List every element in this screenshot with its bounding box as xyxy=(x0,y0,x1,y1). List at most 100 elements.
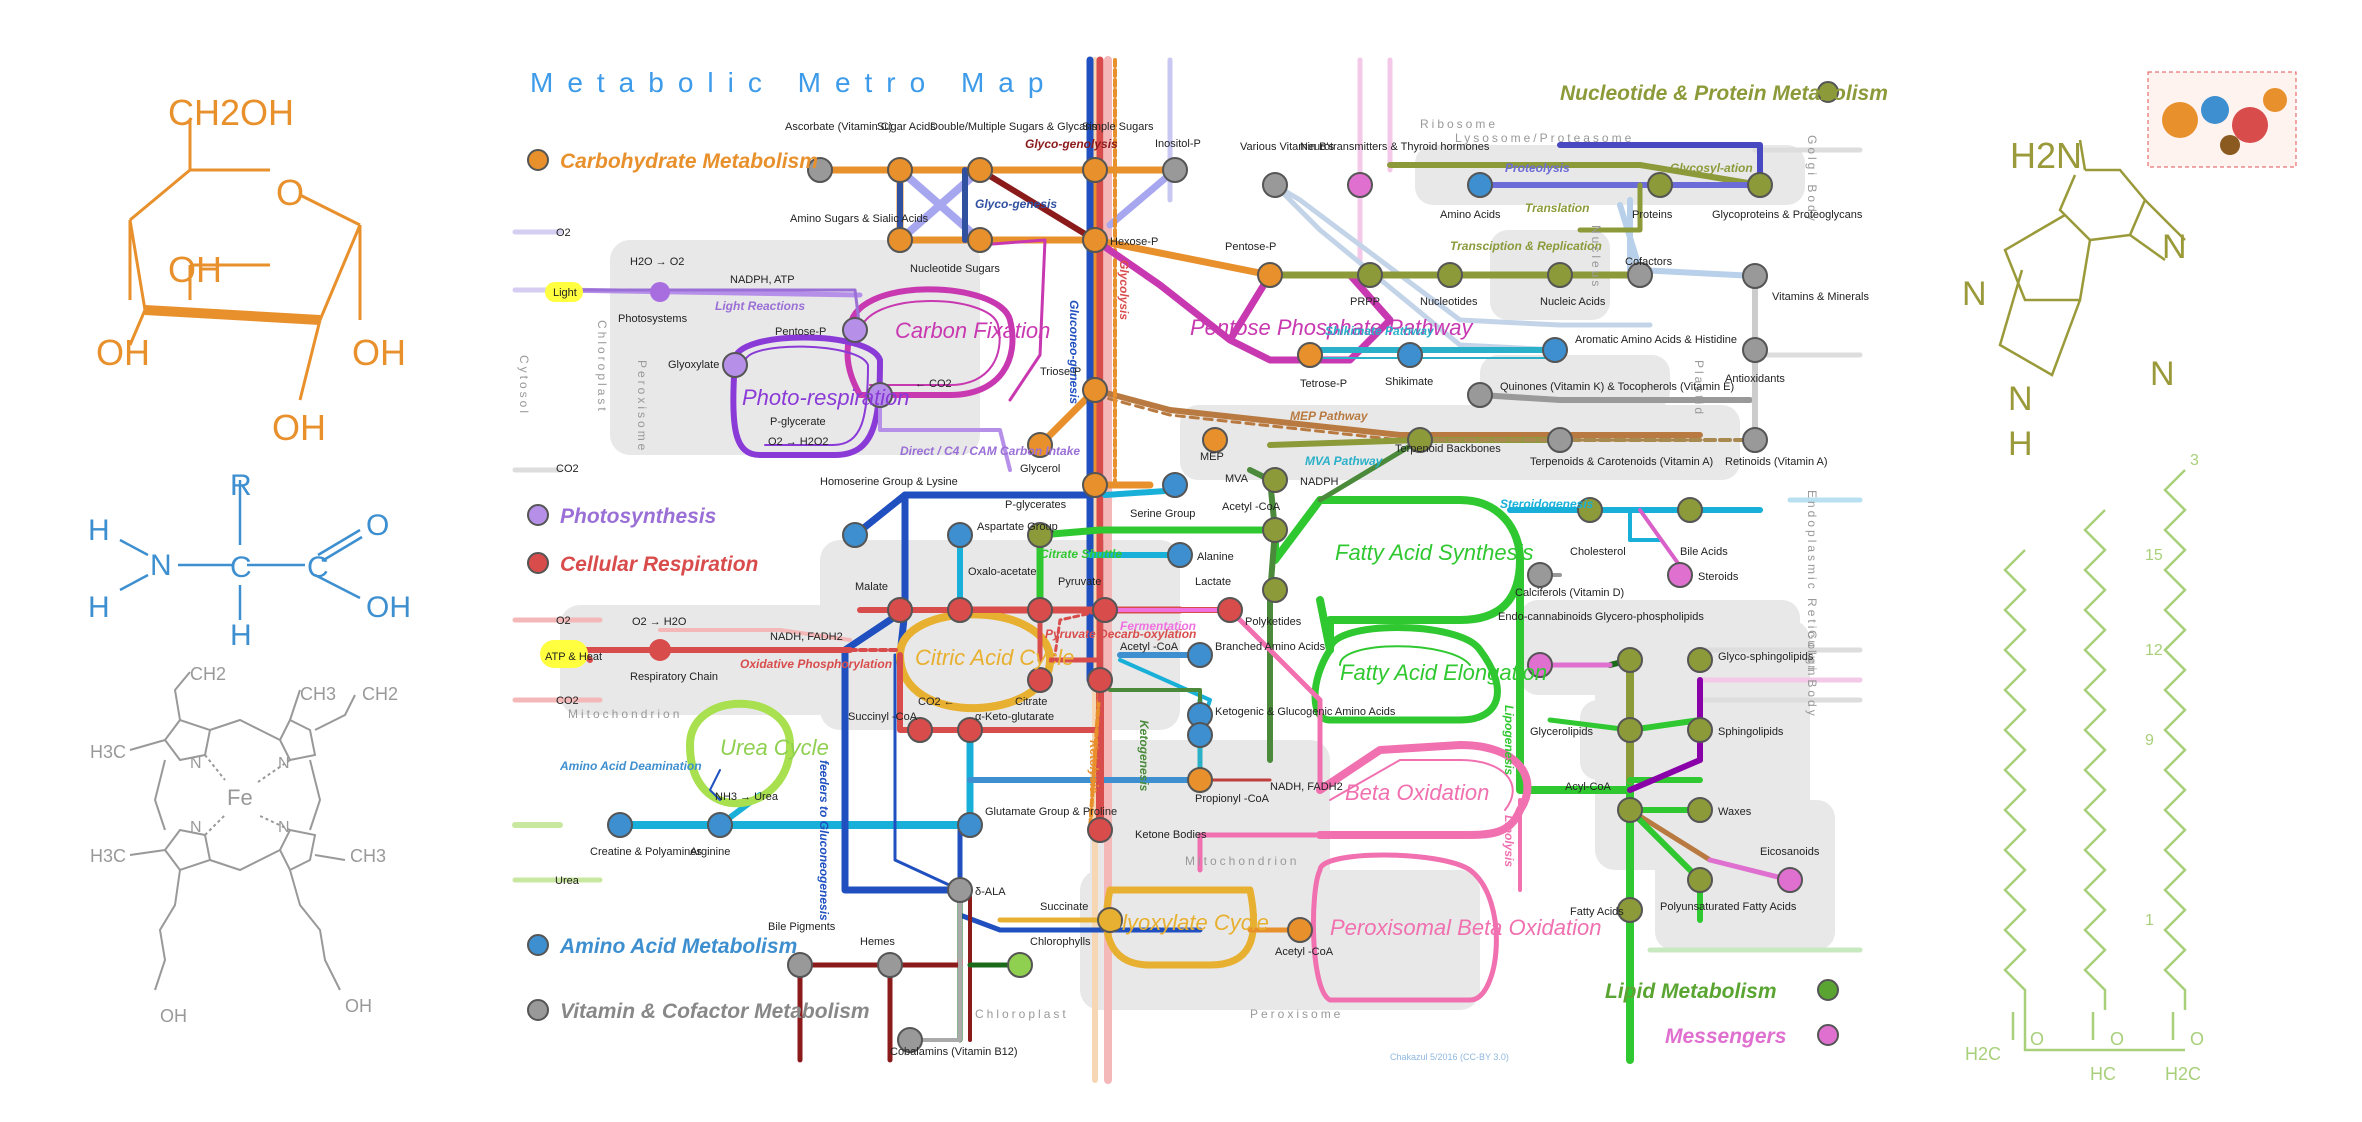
adenine-n2: N xyxy=(1962,275,1987,313)
cycle-fatty-acid-synthesis: Fatty Acid Synthesis xyxy=(1335,540,1533,565)
lipid-num-1: 1 xyxy=(2145,912,2154,929)
pathway-oxidative-phos: Oxidative Phosphorylation xyxy=(740,657,892,671)
label-calciferols: Calciferols (Vitamin D) xyxy=(1515,587,1624,599)
lipid-o-1: O xyxy=(2030,1029,2044,1049)
zone-chloroplast-2: Chloroplast xyxy=(975,1007,1069,1021)
cycle-citric-acid: Citric Acid Cycle xyxy=(915,645,1074,670)
label-serine: Serine Group xyxy=(1130,508,1195,520)
legend-vitamin: Vitamin & Cofactor Metabolism xyxy=(560,1000,870,1023)
pathway-mep: MEP Pathway xyxy=(1290,409,1369,423)
label-ketogenic: Ketogenic & Glucogenic Amino Acids xyxy=(1215,706,1396,718)
adenine-h2n: H2N xyxy=(2010,135,2082,176)
amino-acid-c1: C xyxy=(230,551,252,584)
label-amino-acids: Amino Acids xyxy=(1440,209,1501,221)
label-acetyl-coa-2: Acetyl -CoA xyxy=(1120,641,1179,653)
label-o2-b: O2 xyxy=(556,615,571,627)
heme-n-1: N xyxy=(190,755,202,772)
label-nucleotide-sugars: Nucleotide Sugars xyxy=(910,263,1000,275)
label-hexose-p: Hexose-P xyxy=(1110,236,1158,248)
pathway-glycolysis: Glycolysis xyxy=(1117,260,1131,320)
heme-structure xyxy=(129,671,356,991)
amino-acid-oh: OH xyxy=(366,591,411,624)
label-arginine: Arginine xyxy=(690,846,730,858)
label-glycerolipids: Glycerolipids xyxy=(1530,726,1593,738)
pathway-light-reactions: Light Reactions xyxy=(715,299,805,313)
cycle-photorespiration: Photo-respiration xyxy=(742,385,910,410)
pathway-lipolysis: Lipolysis xyxy=(1502,815,1516,867)
zone-golgi-2: Golgi Body xyxy=(1805,630,1819,719)
label-retinoids: Retinoids (Vitamin A) xyxy=(1725,456,1828,468)
pathway-direct-c4: Direct / C4 / CAM Carbon Intake xyxy=(900,444,1080,458)
label-antioxidants: Antioxidants xyxy=(1725,373,1785,385)
cycle-pentose-phosphate: Pentose Phosphate Pathway xyxy=(1190,315,1475,340)
glucose-ch2oh: CH2OH xyxy=(168,92,294,133)
pathway-transcription: Transciption & Replication xyxy=(1450,239,1602,253)
label-proteins: Proteins xyxy=(1632,209,1673,221)
label-mep: MEP xyxy=(1200,451,1224,463)
glucose-ring-o: O xyxy=(276,172,304,213)
label-nadph-atp: NADPH, ATP xyxy=(730,274,795,286)
legend-photosynthesis: Photosynthesis xyxy=(560,505,716,528)
amino-acid-o: O xyxy=(366,509,389,542)
label-glycerol: Glycerol xyxy=(1020,463,1060,475)
label-aspartate: Aspartate Group xyxy=(977,521,1058,533)
zone-nucleus: Nucleus xyxy=(1589,225,1603,289)
label-glycerophospholipids: Glycero-phospholipids xyxy=(1595,611,1704,623)
heme-fe: Fe xyxy=(227,785,253,810)
label-nucleotides: Nucleotides xyxy=(1420,296,1478,308)
pathway-mva: MVA Pathway xyxy=(1305,454,1384,468)
label-fatty-acids: Fatty Acids xyxy=(1570,906,1624,918)
label-inositol-p: Inositol-P xyxy=(1155,138,1201,150)
station-labels: Ascorbate (Vitamin C) Sugar Acids Double… xyxy=(545,121,1869,1058)
label-hemes: Hemes xyxy=(860,936,895,948)
heme-ch3-top: CH3 xyxy=(300,684,336,704)
heme-oh-left: OH xyxy=(160,1006,187,1026)
pathway-proteolysis: Proteolysis xyxy=(1505,161,1570,175)
label-nadh-fadh2-b: NADH, FADH2 xyxy=(770,631,843,643)
pathway-labels: Glyco-genolysis Glyco-genesis Gluconeo-g… xyxy=(559,137,1753,921)
label-branched: Branched Amino Acids xyxy=(1215,641,1326,653)
label-succinyl: Succinyl -CoA xyxy=(848,711,918,723)
adenine-structure xyxy=(1998,139,2186,377)
label-o2-h2o: O2 → H2O xyxy=(632,616,687,628)
zone-peroxisome: Peroxisome xyxy=(635,360,649,453)
label-cofactors: Cofactors xyxy=(1625,256,1673,268)
label-glycosphingolipids: Glyco-sphingolipids xyxy=(1718,651,1814,663)
zone-cytosol: Cytosol xyxy=(517,355,531,416)
label-pyruvate: Pyruvate xyxy=(1058,576,1101,588)
pathway-shikimate: Shikimate Pathway xyxy=(1325,324,1435,338)
legend-cellular-respiration: Cellular Respiration xyxy=(560,553,758,576)
legend-carbohydrate: Carbohydrate Metabolism xyxy=(560,150,818,173)
label-amino-sugars: Amino Sugars & Sialic Acids xyxy=(790,213,929,225)
pathway-ketogenesis: Ketogenesis xyxy=(1137,720,1151,792)
zone-golgi: Golgi Body xyxy=(1805,135,1819,224)
label-shikimate: Shikimate xyxy=(1385,376,1433,388)
label-lactate: Lactate xyxy=(1195,576,1231,588)
label-waxes: Waxes xyxy=(1718,806,1752,818)
label-co2-b: CO2 xyxy=(556,695,579,707)
zone-er: Endoplasmic Reticulum xyxy=(1805,490,1819,678)
cycle-fatty-acid-elongation: Fatty Acid Elongation xyxy=(1340,660,1547,685)
heme-n-4: N xyxy=(278,819,290,836)
legend: Carbohydrate Metabolism Photosynthesis C… xyxy=(527,81,1888,1048)
label-malate: Malate xyxy=(855,581,888,593)
label-glyoxylate: Glyoxylate xyxy=(668,359,719,371)
label-ascorbate: Ascorbate (Vitamin C) xyxy=(785,121,892,133)
logo xyxy=(2147,71,2297,168)
glucose-oh-4: OH xyxy=(272,407,326,448)
label-cobalamins: Cobalamins (Vitamin B12) xyxy=(890,1046,1018,1058)
zone-labels: Cytosol Chloroplast Peroxisome Mitochond… xyxy=(517,117,1819,1021)
zone-ribosome: Ribosome xyxy=(1420,117,1498,131)
heme-n-2: N xyxy=(278,755,290,772)
label-simple-sugars: Simple Sugars xyxy=(1082,121,1154,133)
label-nh3-urea: NH3 → Urea xyxy=(715,791,779,803)
heme-oh-right: OH xyxy=(345,996,372,1016)
lipid-hc: HC xyxy=(2090,1064,2116,1084)
lipid-o-2: O xyxy=(2110,1029,2124,1049)
label-h2o-o2: H2O → O2 xyxy=(630,256,684,268)
label-sugar-acids: Sugar Acids xyxy=(877,121,936,133)
label-acyl-coa: Acyl-CoA xyxy=(1565,781,1612,793)
label-co2-arrow: ← CO2 xyxy=(915,378,952,390)
label-photosystems: Photosystems xyxy=(618,313,688,325)
